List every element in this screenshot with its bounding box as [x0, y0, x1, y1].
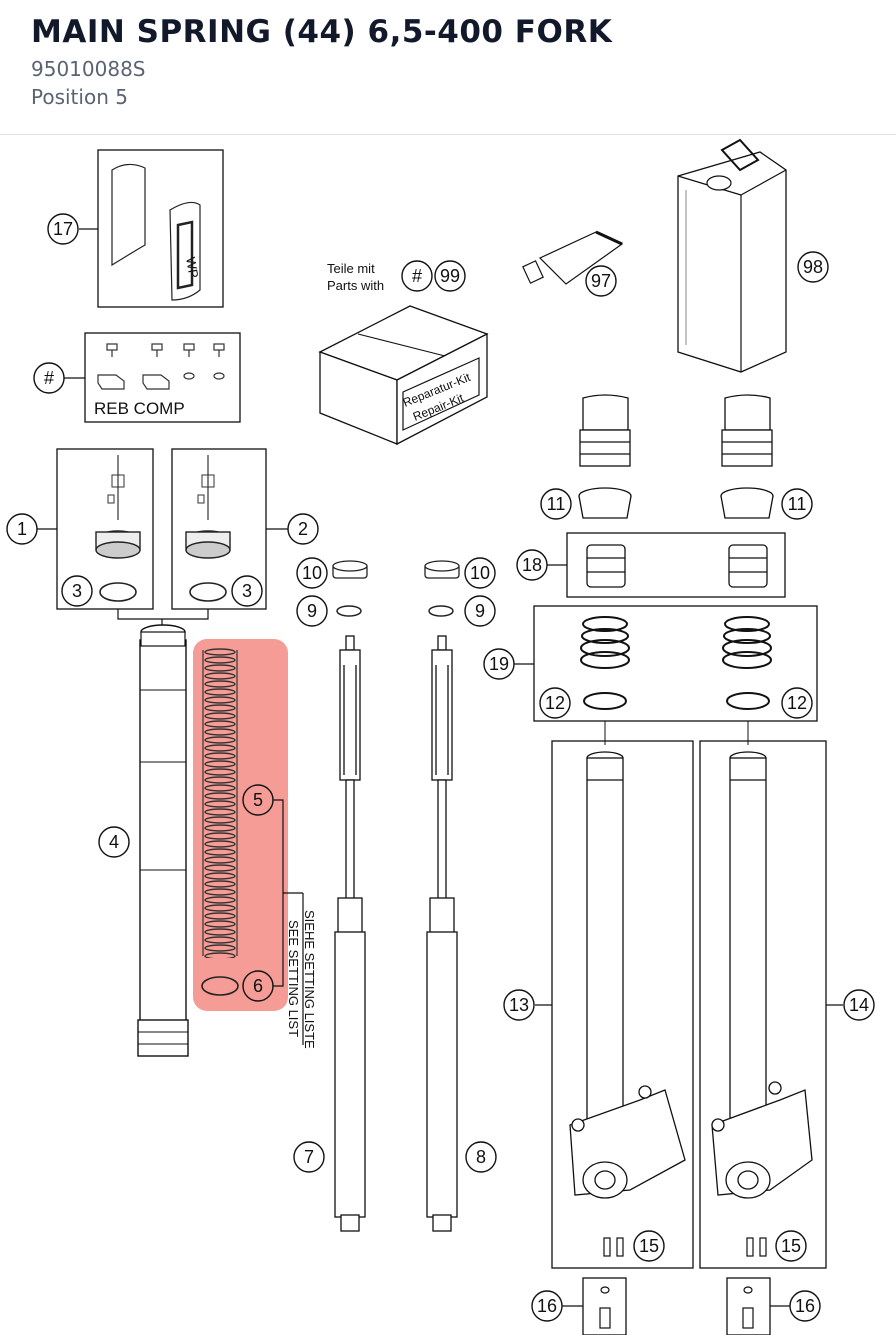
- callout-14-label: 14: [849, 995, 869, 1015]
- callout-99-label: 99: [440, 266, 460, 286]
- reb-comp-label: REB COMP: [94, 399, 185, 418]
- part-98-oil-can[interactable]: [677, 138, 787, 373]
- callout-19[interactable]: 19: [483, 648, 515, 680]
- callout-18[interactable]: 18: [516, 549, 548, 581]
- parts-with-en: Parts with: [327, 278, 384, 293]
- part-11-guards[interactable]: [578, 487, 774, 519]
- callout-hash-kit-label: #: [44, 368, 54, 388]
- reb-comp-kit[interactable]: REB COMP: [84, 332, 241, 423]
- part-97-grease-tube[interactable]: [522, 230, 624, 285]
- page-title: MAIN SPRING (44) 6,5-400 FORK: [31, 14, 613, 50]
- callout-98-label: 98: [803, 257, 823, 277]
- callout-10-left-label: 10: [302, 563, 322, 583]
- callout-6[interactable]: 6: [242, 970, 274, 1002]
- part-5-main-spring[interactable]: [202, 648, 242, 958]
- callout-13[interactable]: 13: [503, 989, 535, 1021]
- callout-16-right-label: 16: [795, 1296, 815, 1316]
- callout-2[interactable]: 2: [287, 513, 319, 545]
- callout-15-left-label: 15: [639, 1236, 659, 1256]
- callout-9-left-label: 9: [307, 601, 317, 621]
- callout-8-label: 8: [476, 1147, 486, 1167]
- callout-10-right-label: 10: [470, 563, 490, 583]
- callout-13-label: 13: [509, 995, 529, 1015]
- setting-list-en: SEE SETTING LIST: [286, 920, 301, 1037]
- part-16-axle-clamps[interactable]: [582, 1277, 771, 1335]
- callout-6-label: 6: [253, 976, 263, 996]
- callout-11-left-label: 11: [547, 494, 566, 514]
- callout-12-right[interactable]: 12: [781, 687, 813, 719]
- page-header: MAIN SPRING (44) 6,5-400 FORK 95010088S …: [0, 0, 896, 135]
- callout-3-left-label: 3: [72, 581, 82, 601]
- callout-5[interactable]: 5: [242, 784, 274, 816]
- parts-with-de: Teile mit: [327, 261, 375, 276]
- callout-5-label: 5: [253, 790, 263, 810]
- callout-15-right-label: 15: [781, 1236, 801, 1256]
- setting-list-de: SIEHE SETTING LISTE: [302, 910, 317, 1049]
- callout-4[interactable]: 4: [98, 826, 130, 858]
- callout-9-right-label: 9: [475, 601, 485, 621]
- callout-7-label: 7: [304, 1147, 314, 1167]
- callout-12-left[interactable]: 12: [539, 687, 571, 719]
- callout-10-right[interactable]: 10: [464, 557, 496, 589]
- callout-11-right-label: 11: [788, 494, 807, 514]
- part-14-fork-leg-right[interactable]: [699, 740, 827, 1269]
- callout-1[interactable]: 1: [6, 513, 38, 545]
- part-19-seal-kit[interactable]: [533, 605, 818, 722]
- callout-18-label: 18: [522, 555, 542, 575]
- part-7-damper-rod[interactable]: [334, 635, 366, 1232]
- callout-14[interactable]: 14: [843, 989, 875, 1021]
- part-17-sleeves[interactable]: WP: [97, 149, 224, 308]
- callout-1-label: 1: [17, 519, 27, 539]
- callout-98[interactable]: 98: [797, 251, 829, 283]
- callout-11-left[interactable]: 11: [540, 488, 572, 520]
- part-9-o-rings[interactable]: [336, 605, 454, 617]
- callout-99[interactable]: 99: [434, 260, 466, 292]
- callout-15-left[interactable]: 15: [633, 1230, 665, 1262]
- part-number: 95010088S: [31, 57, 146, 81]
- callout-7[interactable]: 7: [293, 1141, 325, 1173]
- callout-12-left-label: 12: [545, 693, 565, 713]
- callout-11-right[interactable]: 11: [781, 488, 813, 520]
- callout-17[interactable]: 17: [47, 213, 79, 245]
- callout-10-left[interactable]: 10: [296, 557, 328, 589]
- part-18-bushings[interactable]: [566, 532, 786, 598]
- callout-16-left[interactable]: 16: [531, 1290, 563, 1322]
- part-2-cap-assembly[interactable]: [171, 448, 267, 610]
- position-label: Position 5: [31, 85, 128, 109]
- upper-tube-ends: [579, 394, 773, 467]
- part-3-o-rings[interactable]: [99, 582, 227, 602]
- part-10-top-caps[interactable]: [332, 560, 460, 579]
- part-8-damper-rod[interactable]: [426, 635, 458, 1232]
- part-1-cap-assembly[interactable]: [56, 448, 154, 610]
- part-4-cartridge-tube[interactable]: [137, 624, 189, 1057]
- callout-19-label: 19: [489, 654, 509, 674]
- part-12-o-rings[interactable]: [583, 692, 770, 710]
- repair-kit-box[interactable]: Reparatur-Kit Repair-Kit: [318, 305, 489, 446]
- part-15-screws[interactable]: [603, 1237, 767, 1257]
- callout-2-label: 2: [298, 519, 308, 539]
- callout-3-right-label: 3: [242, 581, 252, 601]
- part-13-fork-leg-left[interactable]: [551, 740, 694, 1269]
- callout-9-right[interactable]: 9: [464, 595, 496, 627]
- callout-16-right[interactable]: 16: [789, 1290, 821, 1322]
- sleeve-logo: WP: [183, 256, 201, 279]
- callout-4-label: 4: [109, 832, 119, 852]
- callout-16-left-label: 16: [537, 1296, 557, 1316]
- callout-97[interactable]: 97: [585, 265, 617, 297]
- callout-9-left[interactable]: 9: [296, 595, 328, 627]
- callout-12-right-label: 12: [787, 693, 807, 713]
- callout-hash-parts[interactable]: #: [401, 260, 433, 292]
- part-6-spring-washer[interactable]: [201, 976, 239, 996]
- callout-3-right[interactable]: 3: [231, 575, 263, 607]
- callout-8[interactable]: 8: [465, 1141, 497, 1173]
- callout-3-left[interactable]: 3: [61, 575, 93, 607]
- callout-hash-kit[interactable]: #: [33, 362, 65, 394]
- callout-15-right[interactable]: 15: [775, 1230, 807, 1262]
- callout-97-label: 97: [591, 271, 611, 291]
- callout-hash-parts-label: #: [412, 266, 422, 286]
- callout-17-label: 17: [53, 219, 73, 239]
